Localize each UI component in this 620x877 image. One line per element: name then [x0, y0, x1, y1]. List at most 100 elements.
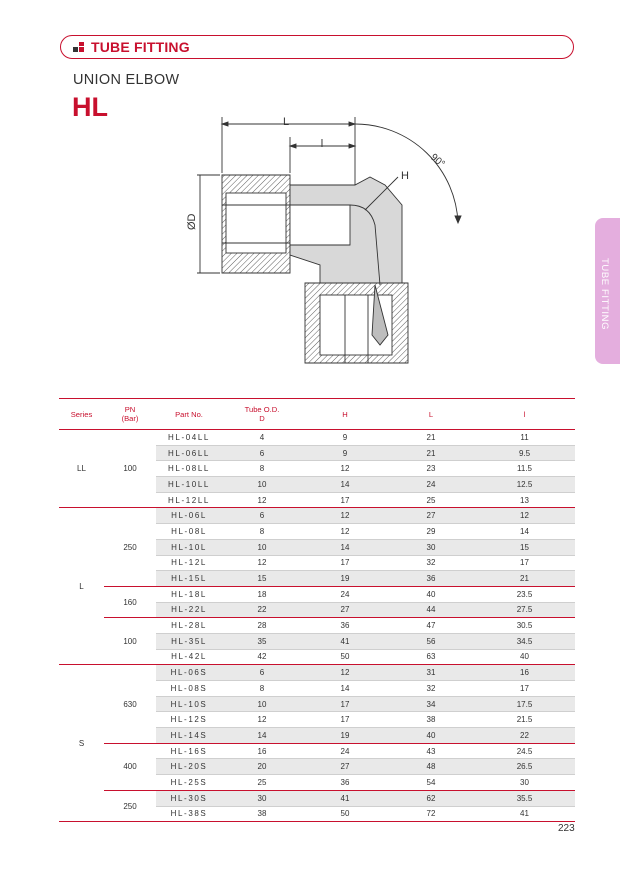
- cell-L: 72: [388, 806, 474, 823]
- cell-l: 17.5: [474, 696, 575, 713]
- cell-od: 8: [222, 680, 302, 697]
- cell-l: 12: [474, 507, 575, 525]
- cell-h: 36: [302, 617, 388, 634]
- cell-L: 25: [388, 492, 474, 509]
- cell-l: 9.5: [474, 445, 575, 462]
- cell-l: 21: [474, 570, 575, 587]
- col-h: H: [302, 398, 388, 430]
- dimension-l-label: l: [321, 138, 323, 150]
- cell-l: 21.5: [474, 711, 575, 729]
- cell-h: 14: [302, 680, 388, 697]
- cell-L: 47: [388, 617, 474, 634]
- cell-l: 41: [474, 806, 575, 823]
- cell-od: 6: [222, 664, 302, 681]
- side-tab-label: TUBE FITTING: [599, 258, 610, 331]
- cell-part: HL-25S: [156, 774, 222, 791]
- cell-l: 24.5: [474, 743, 575, 760]
- cell-part: HL-10S: [156, 696, 222, 713]
- cell-L: 43: [388, 743, 474, 760]
- cell-part: HL-42L: [156, 649, 222, 666]
- cell-h: 24: [302, 586, 388, 603]
- cell-od: 10: [222, 696, 302, 713]
- cell-od: 18: [222, 586, 302, 603]
- cell-L: 40: [388, 727, 474, 744]
- cell-h: 50: [302, 649, 388, 666]
- cell-h: 14: [302, 539, 388, 556]
- cell-h: 41: [302, 790, 388, 807]
- dimension-L-label: L: [283, 116, 289, 128]
- col-l: l: [474, 398, 575, 430]
- page-number: 223: [558, 823, 575, 834]
- cell-part: HL-10LL: [156, 476, 222, 493]
- cell-l: 34.5: [474, 633, 575, 650]
- cell-part: HL-14S: [156, 727, 222, 744]
- col-od: Tube O.D.D: [222, 398, 302, 430]
- cell-L: 30: [388, 539, 474, 556]
- cell-L: 62: [388, 790, 474, 807]
- cell-l: 17: [474, 555, 575, 572]
- cell-h: 17: [302, 711, 388, 729]
- spec-table: Series PN(Bar) Part No. Tube O.D.D H L l…: [59, 398, 575, 823]
- cell-L: 24: [388, 476, 474, 493]
- cell-h: 12: [302, 523, 388, 540]
- cell-h: 19: [302, 727, 388, 744]
- cell-l: 23.5: [474, 586, 575, 603]
- cell-l: 11: [474, 429, 575, 446]
- cell-l: 11.5: [474, 460, 575, 478]
- cell-part: HL-10L: [156, 539, 222, 556]
- cell-h: 12: [302, 460, 388, 478]
- cell-od: 14: [222, 727, 302, 744]
- cell-od: 10: [222, 476, 302, 493]
- cell-pn: 250: [104, 507, 156, 587]
- cell-od: 12: [222, 711, 302, 729]
- cell-part: HL-08S: [156, 680, 222, 697]
- side-tab[interactable]: TUBE FITTING: [595, 218, 620, 364]
- cell-od: 8: [222, 460, 302, 478]
- col-series: Series: [59, 398, 104, 430]
- union-elbow-drawing: L l 90° H ØD: [186, 116, 462, 364]
- cell-h: 27: [302, 602, 388, 619]
- cell-L: 21: [388, 429, 474, 446]
- cell-h: 12: [302, 507, 388, 525]
- cell-L: 40: [388, 586, 474, 603]
- cell-od: 4: [222, 429, 302, 446]
- cell-L: 23: [388, 460, 474, 478]
- cell-od: 12: [222, 492, 302, 509]
- cell-od: 28: [222, 617, 302, 634]
- product-model: HL: [72, 92, 108, 122]
- cell-l: 30.5: [474, 617, 575, 634]
- cell-part: HL-12S: [156, 711, 222, 729]
- cell-h: 50: [302, 806, 388, 823]
- cell-part: HL-18L: [156, 586, 222, 603]
- col-L: L: [388, 398, 474, 430]
- cell-L: 31: [388, 664, 474, 681]
- cell-l: 12.5: [474, 476, 575, 493]
- cell-L: 54: [388, 774, 474, 791]
- cell-od: 12: [222, 555, 302, 572]
- cell-series: S: [59, 664, 104, 823]
- cell-h: 9: [302, 445, 388, 462]
- cell-h: 24: [302, 743, 388, 760]
- cell-L: 32: [388, 680, 474, 697]
- cell-pn: 160: [104, 586, 156, 619]
- cell-od: 6: [222, 445, 302, 462]
- dimension-D-label: ØD: [186, 213, 198, 230]
- dimension-H-label: H: [401, 170, 409, 182]
- cell-part: HL-06LL: [156, 445, 222, 462]
- cell-pn: 630: [104, 664, 156, 744]
